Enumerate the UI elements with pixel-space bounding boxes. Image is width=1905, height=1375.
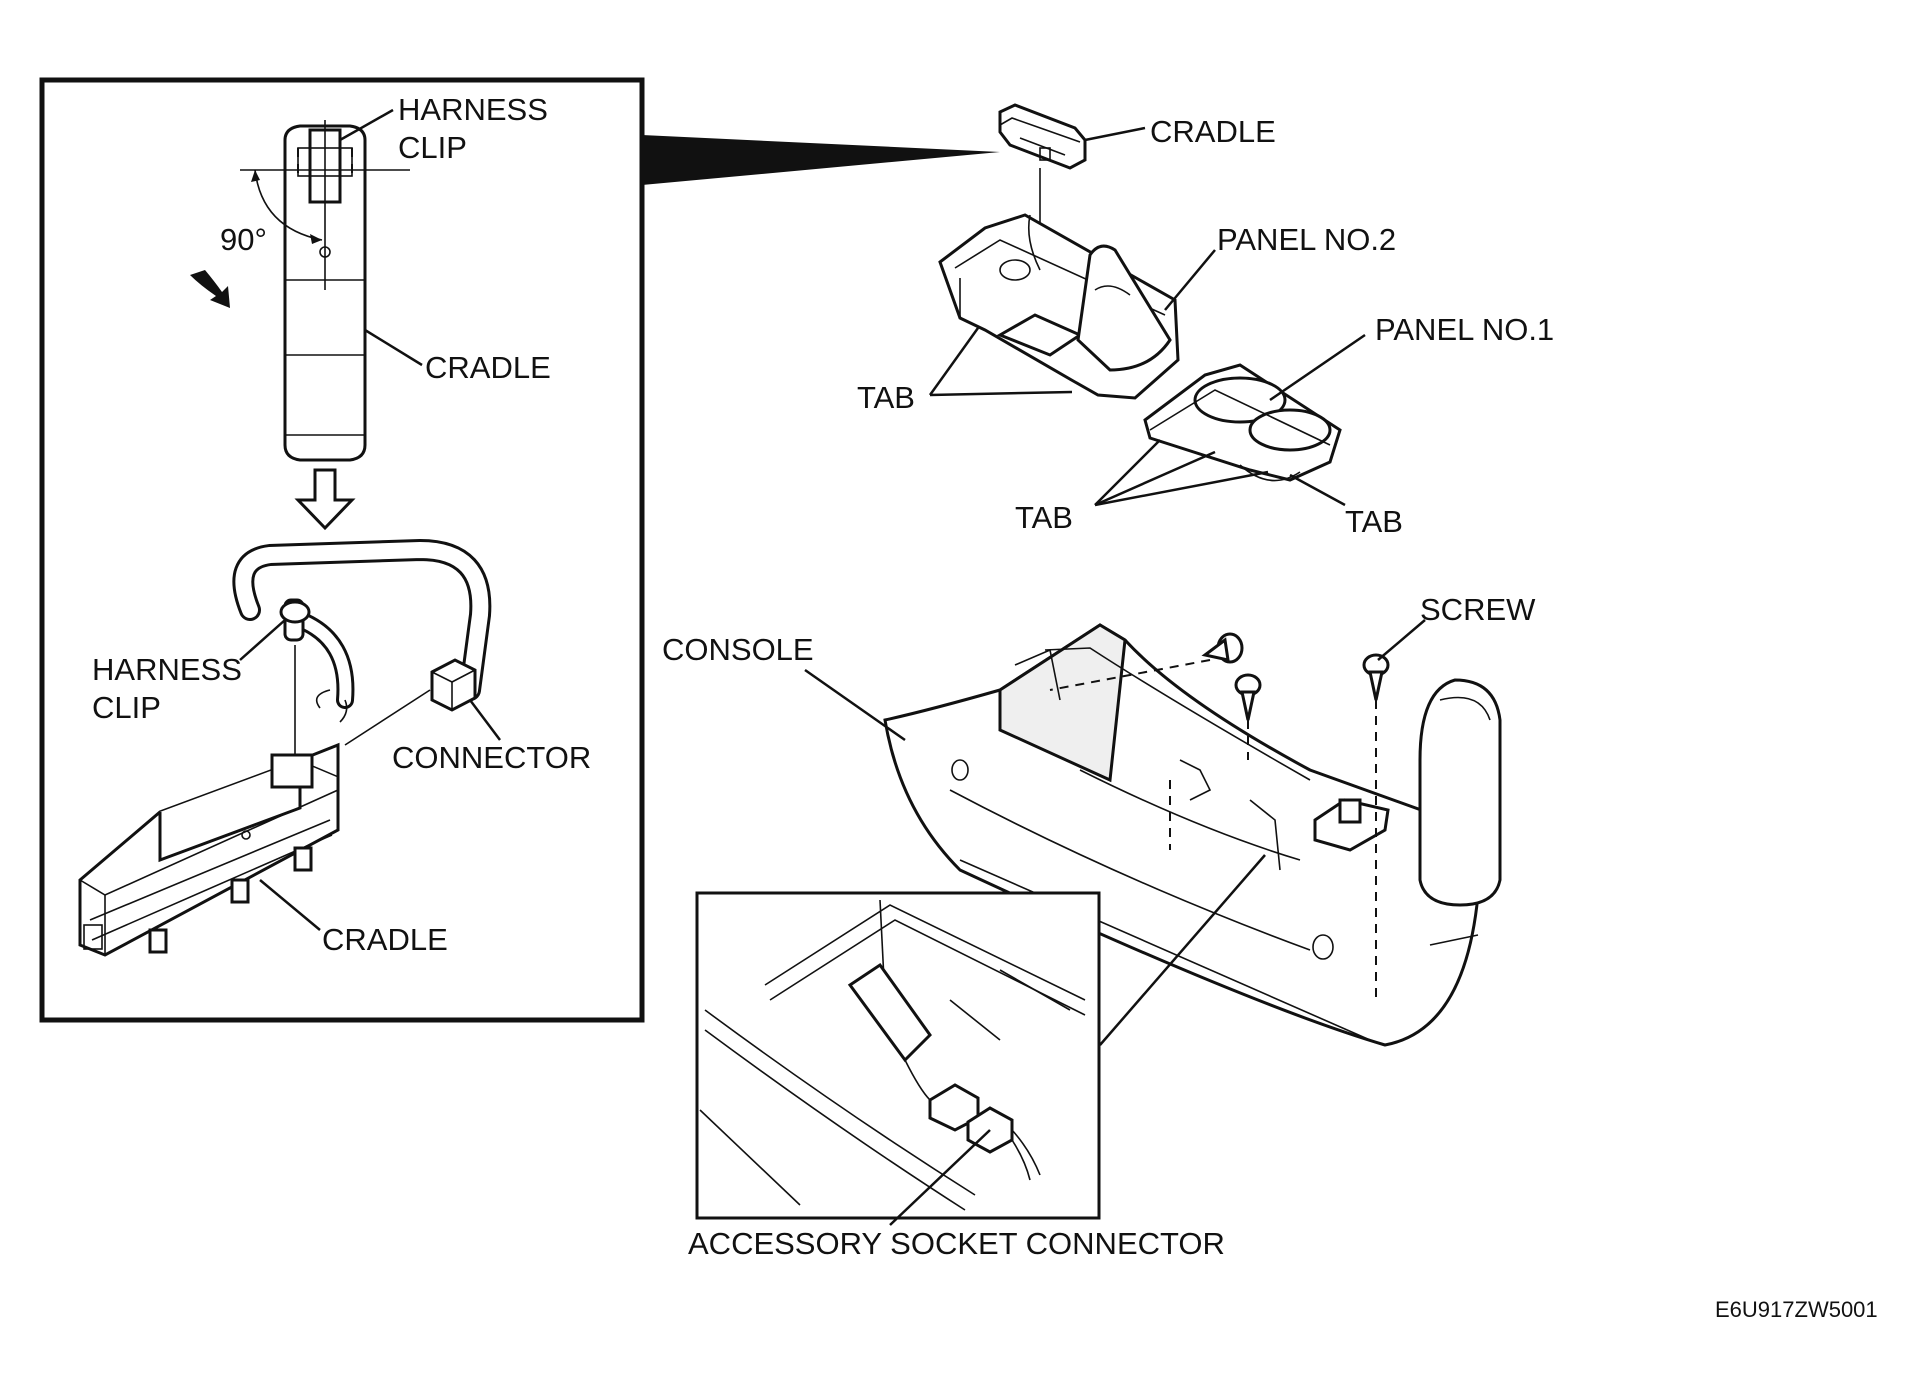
label-cradle-top: CRADLE: [425, 350, 551, 385]
label-tab-right: TAB: [1345, 504, 1403, 539]
label-angle-90: 90°: [220, 222, 267, 257]
down-arrow-icon: [294, 468, 356, 531]
panel-no1: [1143, 363, 1342, 482]
label-cradle-right: CRADLE: [1150, 114, 1276, 149]
callout-wedge: [642, 135, 1000, 185]
cradle-right: [998, 103, 1087, 170]
label-tab-left: TAB: [857, 380, 915, 415]
label-cradle-bottom: CRADLE: [322, 922, 448, 957]
label-accessory-socket-connector: ACCESSORY SOCKET CONNECTOR: [688, 1226, 1225, 1261]
screw-2-icon: [1234, 673, 1262, 721]
wire-harness: [232, 538, 492, 723]
detail-inset-accessory-socket: [695, 891, 1101, 1220]
console: [883, 623, 1502, 1047]
screw-3-icon: [1362, 653, 1390, 701]
label-panel-no2: PANEL NO.2: [1217, 222, 1396, 257]
rotation-arrow-icon: [190, 270, 230, 308]
cradle-top-view: [190, 120, 410, 462]
figure-code: E6U917ZW5001: [1715, 1297, 1878, 1322]
label-panel-no1: PANEL NO.1: [1375, 312, 1554, 347]
label-screw: SCREW: [1420, 592, 1536, 627]
screw-1-icon: [1201, 632, 1244, 664]
cradle-isometric: [78, 742, 340, 957]
label-connector: CONNECTOR: [392, 740, 591, 775]
label-tab-bottom: TAB: [1015, 500, 1073, 535]
panel-no2: [938, 213, 1180, 400]
label-console: CONSOLE: [662, 632, 814, 667]
